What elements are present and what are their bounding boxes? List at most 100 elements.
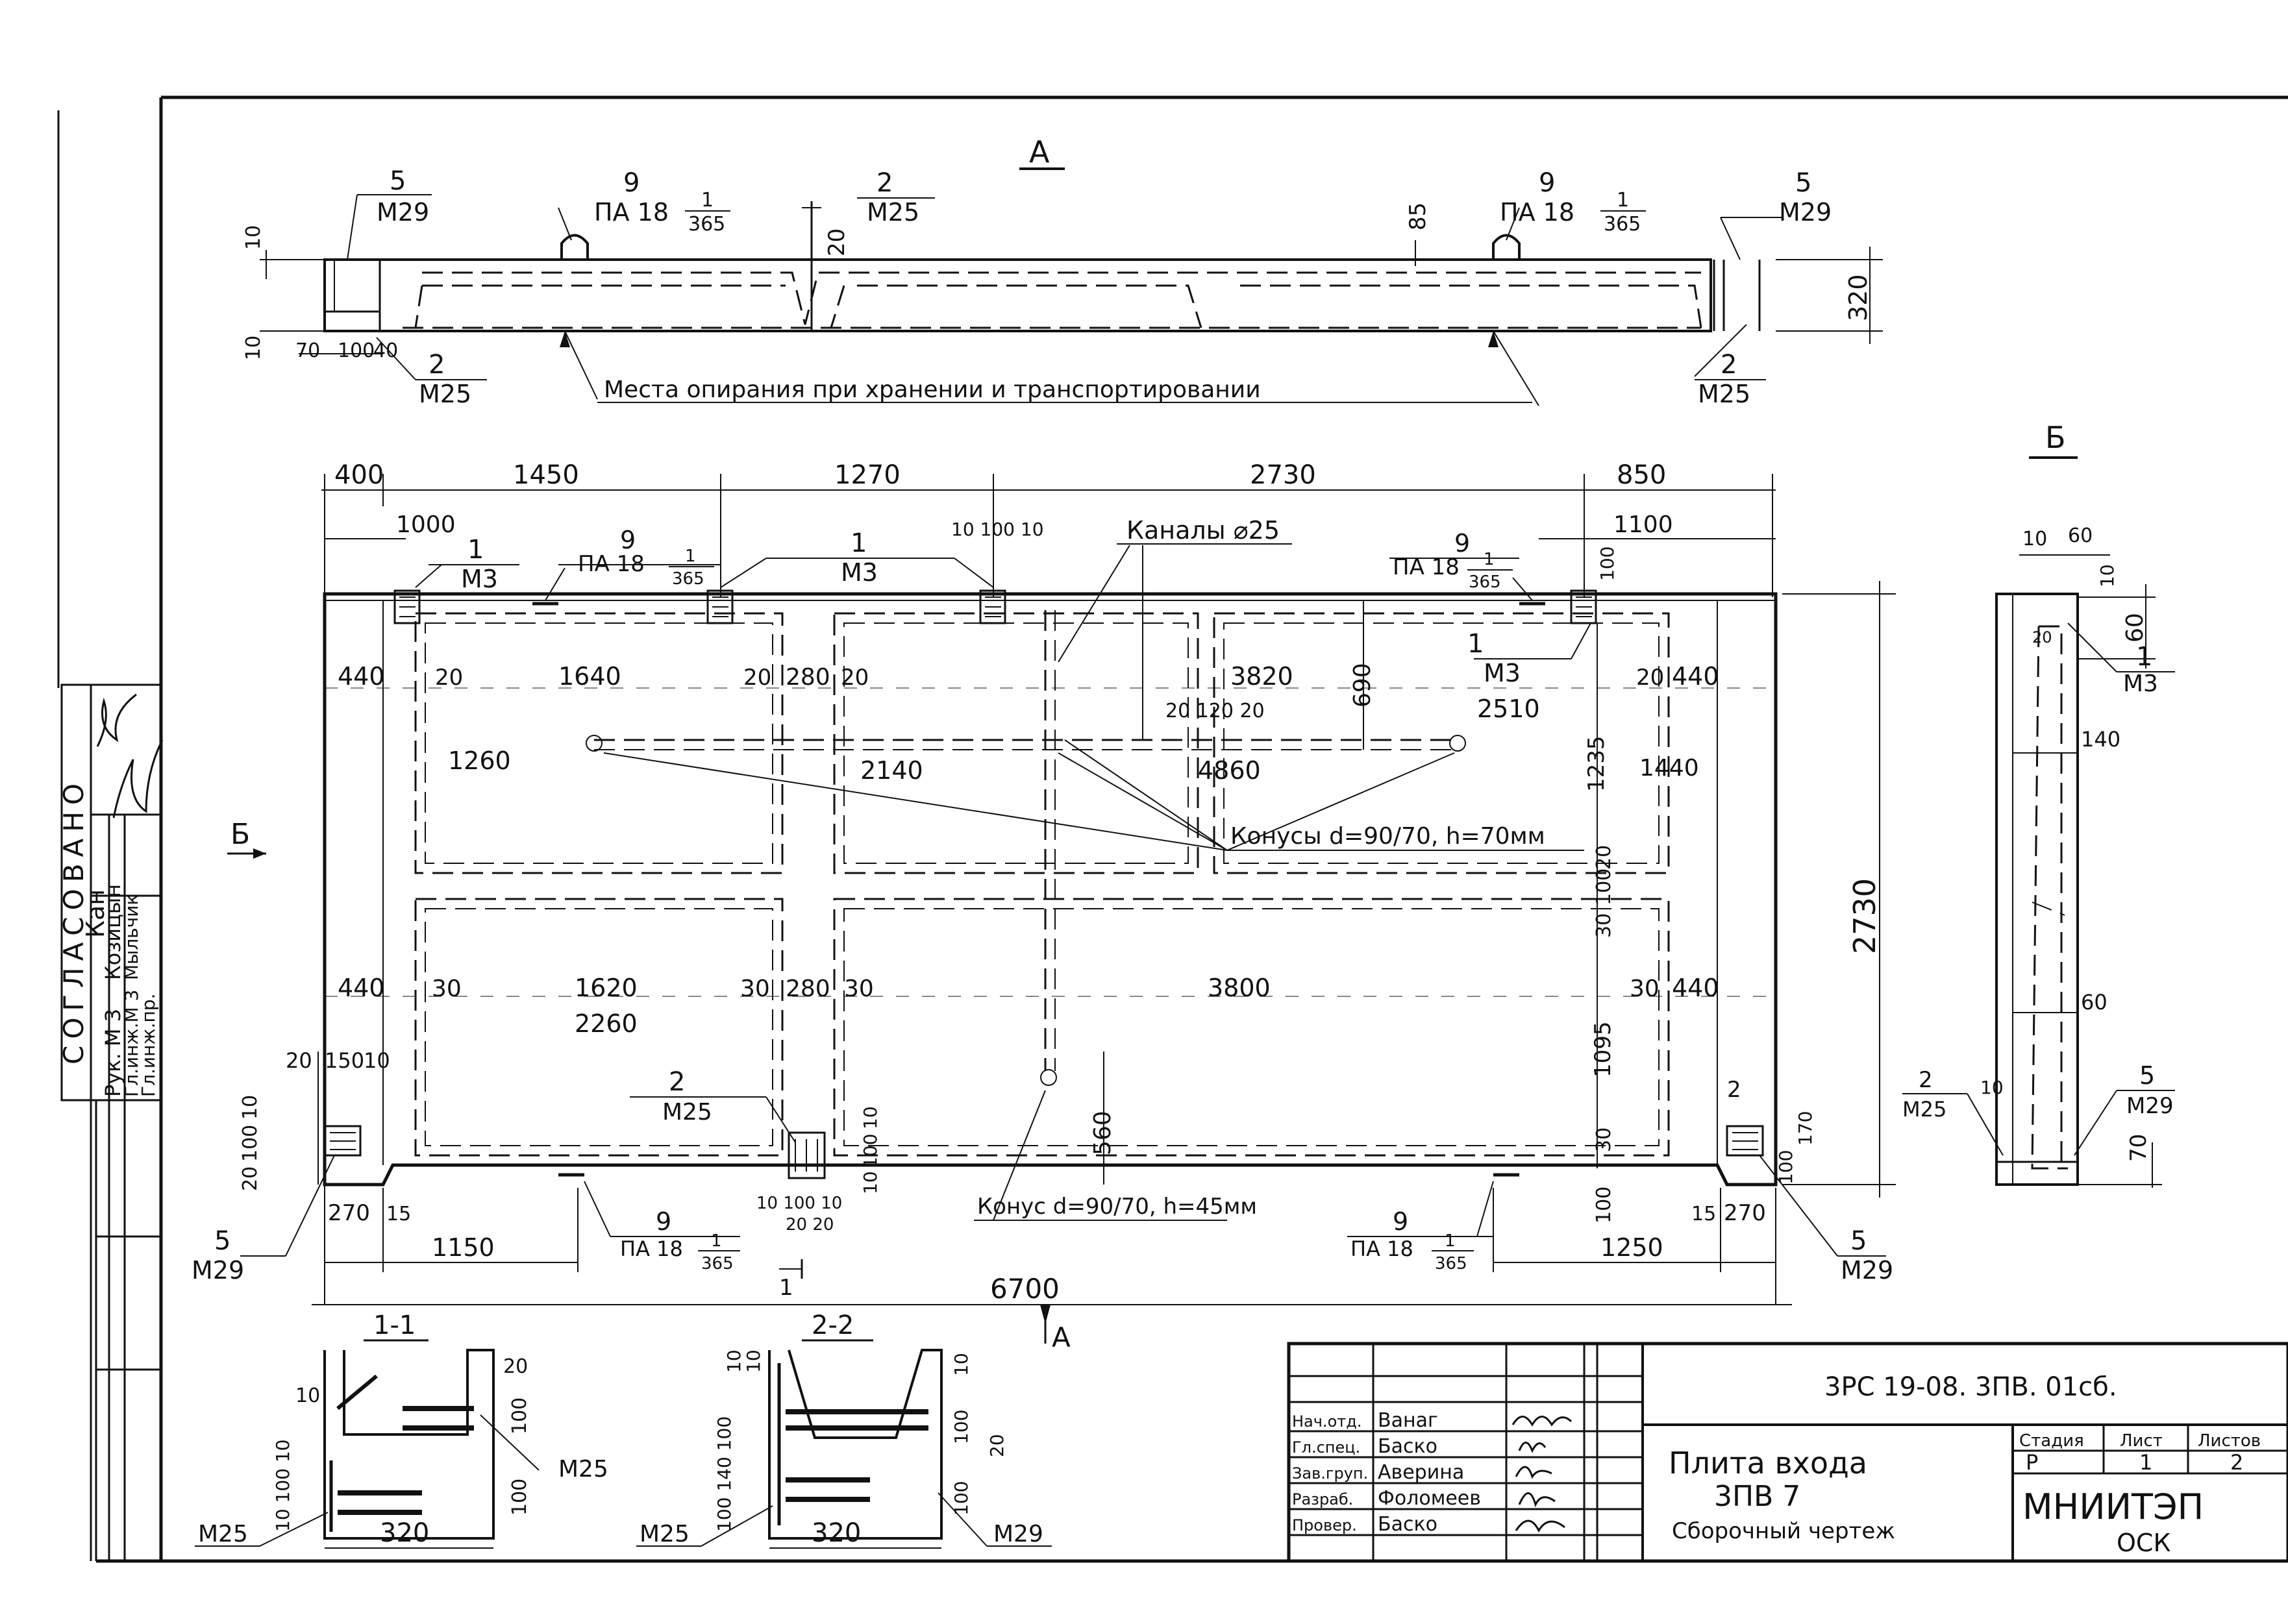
section-1-dim-100-b: 100 xyxy=(508,1479,531,1516)
plan-dim-440-l2: 440 xyxy=(338,974,385,1002)
plan-dim-30-v: 30 xyxy=(1593,913,1615,938)
plan-dim-2-arrow: 2 xyxy=(1727,1077,1741,1103)
plan-dim-10-l: 10 xyxy=(239,1095,262,1120)
plan-dim-20-b: 20 xyxy=(743,665,771,691)
plan-dim-4860: 4860 xyxy=(1198,756,1261,785)
tb-title-line2: 3ПВ 7 xyxy=(1714,1480,1800,1513)
view-a-support-note: Места опирания при хранении и транспорти… xyxy=(604,376,1261,403)
section-1-dim-320: 320 xyxy=(380,1518,429,1548)
plan-mark-5-bl: 5 xyxy=(214,1226,230,1256)
tb-stage: Р xyxy=(2026,1450,2038,1475)
plan-dim-20-v: 20 xyxy=(1593,845,1615,870)
plan-dim-30-b: 30 xyxy=(740,976,770,1002)
plan-dim-2510: 2510 xyxy=(1477,695,1540,723)
support-arrow-right xyxy=(1488,331,1498,347)
section-2-2: 2-2 10 10 100 140 100 10 100 100 20 М25 … xyxy=(636,1310,1052,1549)
view-b: Б 10 60 10 60 20 1 М3 140 60 2 М25 10 5 … xyxy=(1902,420,2175,1188)
plan-pa-c-num: 1 xyxy=(711,1231,722,1251)
section-1-dim-10: 10 xyxy=(295,1384,320,1407)
plan-dim-100-l: 100 xyxy=(239,1125,262,1162)
view-a-dim-320: 320 xyxy=(1844,274,1872,321)
plan-dim-560: 560 xyxy=(1089,1111,1116,1155)
plan-dim-3820: 3820 xyxy=(1230,662,1293,691)
view-a-dim-85: 85 xyxy=(1405,203,1431,230)
plan-mark-2-c: 2 xyxy=(669,1067,685,1097)
plan-dim-170: 170 xyxy=(1795,1111,1816,1146)
view-a-m25-br: М25 xyxy=(1698,380,1750,408)
agreed-row1: Кан xyxy=(81,889,110,938)
plan-dim-100-m: 100 xyxy=(860,1134,881,1168)
plan-dim-20-l: 20 xyxy=(239,1166,262,1191)
section-2-m29: М29 xyxy=(993,1521,1043,1547)
view-a-pa-right: ПА 18 xyxy=(1500,198,1574,227)
signature-1 xyxy=(96,693,137,747)
plan-dim-1440: 1440 xyxy=(1639,755,1699,781)
plan-dim-3800: 3800 xyxy=(1208,974,1271,1002)
view-b-dim-10-low: 10 xyxy=(1980,1077,2004,1098)
plan-dim-1095: 1095 xyxy=(1590,1021,1616,1077)
view-a-pa-left: ПА 18 xyxy=(594,198,669,227)
section-1-dim-100-a: 100 xyxy=(508,1397,531,1434)
plan-dim-440-r2: 440 xyxy=(1672,974,1719,1002)
plan-dim-1000: 1000 xyxy=(396,511,456,538)
section-1-profile xyxy=(323,1349,495,1540)
plan-pa-a: ПА 18 xyxy=(578,551,645,577)
plan-mark-1-b: 1 xyxy=(851,528,867,558)
tb-title-line3: Сборочный чертеж xyxy=(1672,1518,1895,1544)
plan-dim-280-a: 280 xyxy=(786,664,830,691)
signature-2 xyxy=(112,739,164,818)
section-2-profile xyxy=(768,1349,943,1540)
view-a-m25-bl: М25 xyxy=(419,380,471,408)
title-block: Нач.отд. Гл.спец. Зав.груп. Разраб. Пров… xyxy=(1287,1342,2288,1563)
view-b-mark-1: 1 xyxy=(2136,642,2152,672)
plan-dim-2140: 2140 xyxy=(860,756,923,785)
view-a-mark-9-left: 9 xyxy=(623,168,640,198)
view-a-dim-20: 20 xyxy=(824,228,850,256)
plan-m25-c: М25 xyxy=(662,1099,712,1126)
plan-dim-280-b: 280 xyxy=(786,976,830,1002)
plate-m3-1 xyxy=(393,589,421,624)
tb-role-0: Нач.отд. xyxy=(1292,1412,1362,1431)
plan-pa-d: ПА 18 xyxy=(1350,1236,1413,1261)
plan-pa-c: ПА 18 xyxy=(620,1236,683,1261)
view-a: A 5 М29 9 ПА 18 1 xyxy=(242,134,1883,408)
view-a-dim-100: 100 xyxy=(338,339,375,362)
view-a-mark-9-right: 9 xyxy=(1539,168,1555,198)
plate-m3-2 xyxy=(706,589,734,624)
plan-dim-30-lower: 30 xyxy=(1593,1127,1615,1152)
plan-pa-b-num: 1 xyxy=(1484,550,1495,569)
tb-role-3: Разраб. xyxy=(1292,1490,1353,1508)
plan-cones-top: Конусы d=90/70, h=70мм xyxy=(1230,823,1545,850)
view-b-dim-60-r: 60 xyxy=(2122,613,2148,643)
plan-dim-270-r: 270 xyxy=(1724,1200,1766,1226)
plan-dim-6700: 6700 xyxy=(990,1273,1060,1305)
plan-mark-1-a: 1 xyxy=(467,535,484,565)
plate-m25-bottom xyxy=(788,1131,826,1179)
plan-mark-b-left: Б xyxy=(230,818,250,851)
view-a-mark-2-br: 2 xyxy=(1721,350,1737,380)
tb-signature-2 xyxy=(1515,1466,1552,1479)
view-b-m3: М3 xyxy=(2123,671,2158,697)
plan-top-dim-2: 1270 xyxy=(834,460,901,490)
agreement-stamp: СОГЛАСОВАНО Кан Рук. М 3 Козицын Гл.инж.… xyxy=(58,683,164,1561)
agreed-row2-name: Козицын xyxy=(101,884,125,980)
tb-signature-0 xyxy=(1511,1416,1573,1427)
agreed-row3-name: Мыльчик xyxy=(121,894,142,980)
tb-org-line1: МНИИТЭП xyxy=(2022,1486,2204,1527)
view-a-dim-10-top: 10 xyxy=(242,225,265,250)
plan-dim-270-l: 270 xyxy=(328,1200,370,1226)
slab-outline xyxy=(323,592,1778,1187)
plan-mark-a-bottom: А xyxy=(1052,1322,1071,1353)
plan-dim-1640: 1640 xyxy=(558,662,621,691)
tb-name-2: Аверина xyxy=(1378,1461,1464,1484)
plate-m29-left xyxy=(323,1125,362,1157)
plan-mark-5-br: 5 xyxy=(1850,1226,1867,1256)
plan-dim-10-m2: 10 xyxy=(860,1171,881,1194)
tb-hdr-sheet: Лист xyxy=(2120,1431,2163,1451)
plan-dim-20-120-20: 20 120 20 xyxy=(1165,700,1265,722)
plan-mark-9-a: 9 xyxy=(620,526,636,554)
plan-dim-10-100-10-b: 10 100 10 xyxy=(756,1194,842,1213)
plan-pa-b: ПА 18 xyxy=(1393,554,1460,580)
tb-name-3: Фоломеев xyxy=(1378,1487,1481,1510)
